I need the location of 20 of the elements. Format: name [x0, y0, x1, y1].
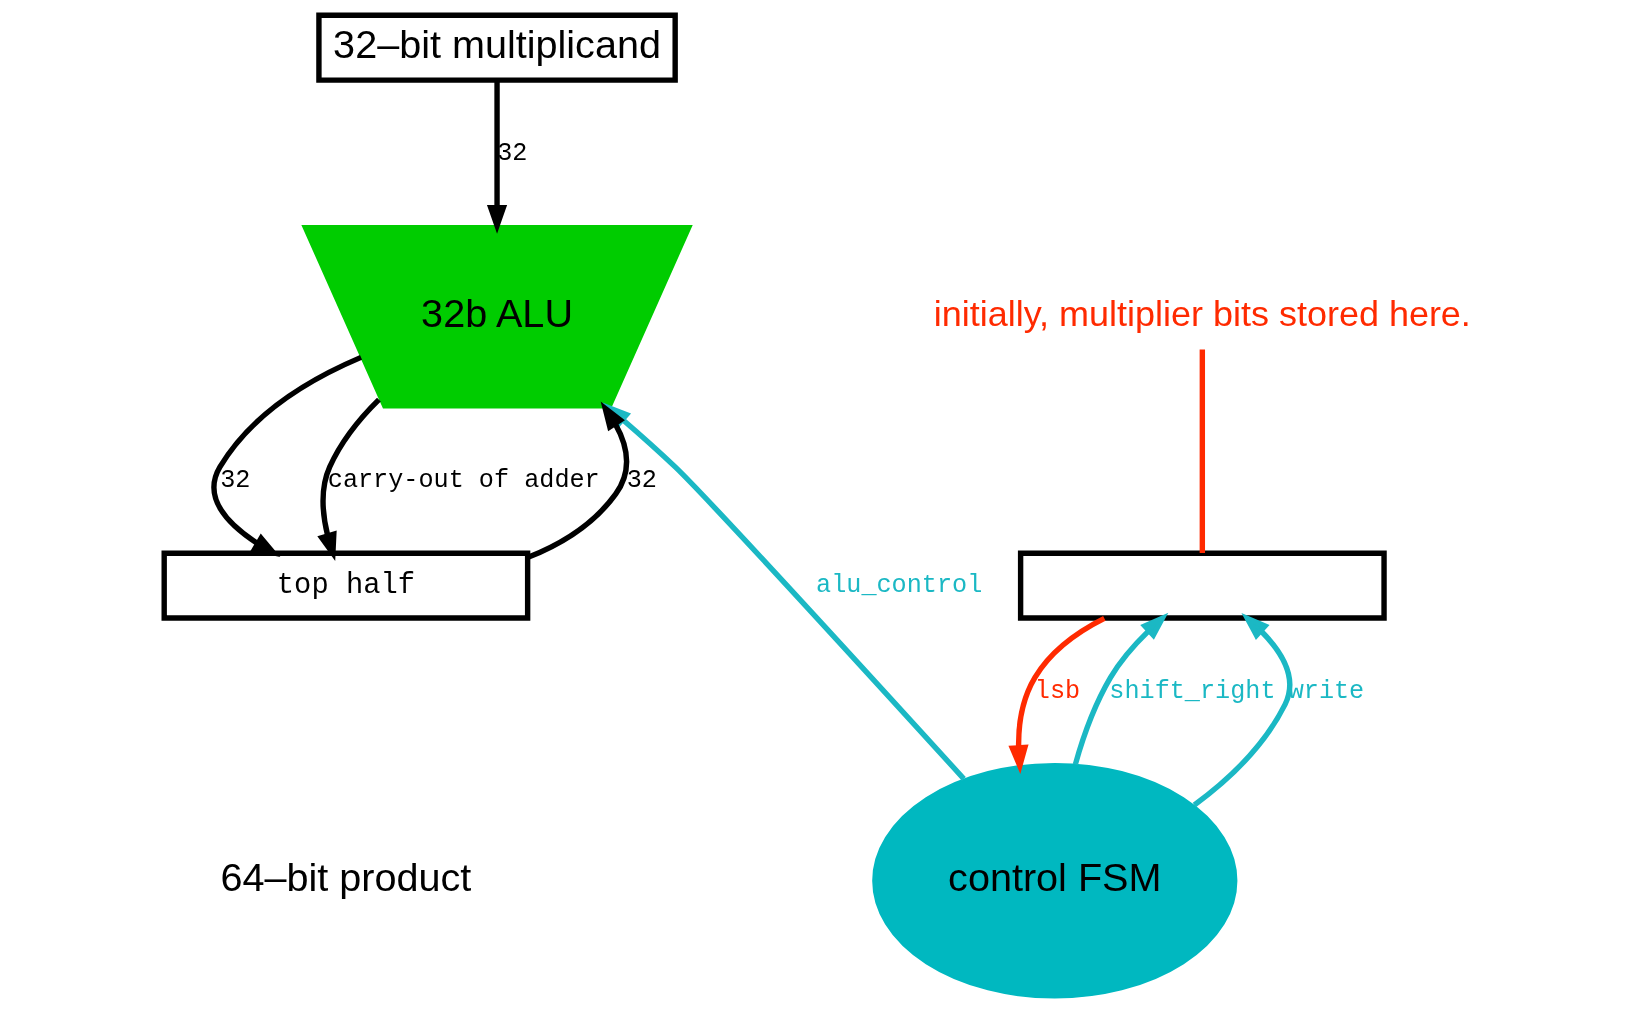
edge-label: 32	[626, 466, 657, 496]
edge-label: write	[1288, 676, 1365, 706]
node-text: initially, multiplier bits stored here.	[933, 292, 1471, 334]
edge-label: lsb	[1034, 676, 1081, 706]
edge-label: shift_right	[1109, 676, 1276, 706]
edge-label: 32	[220, 466, 251, 496]
arrow	[317, 397, 381, 562]
arrow	[1072, 612, 1169, 766]
node-box: top half	[161, 550, 531, 621]
label: 64–bit product	[220, 854, 472, 899]
arrow	[1008, 616, 1106, 774]
arrow	[486, 80, 508, 234]
node-box: 32–bit multiplicand	[316, 12, 678, 83]
node-box	[1017, 550, 1387, 621]
edge-label: alu_control	[816, 571, 983, 601]
arrow	[211, 354, 363, 558]
connector	[1199, 349, 1206, 554]
edge-label: carry-out of adder	[327, 466, 600, 496]
arrow	[1192, 613, 1293, 808]
node-ellipse: control FSM	[872, 762, 1238, 999]
